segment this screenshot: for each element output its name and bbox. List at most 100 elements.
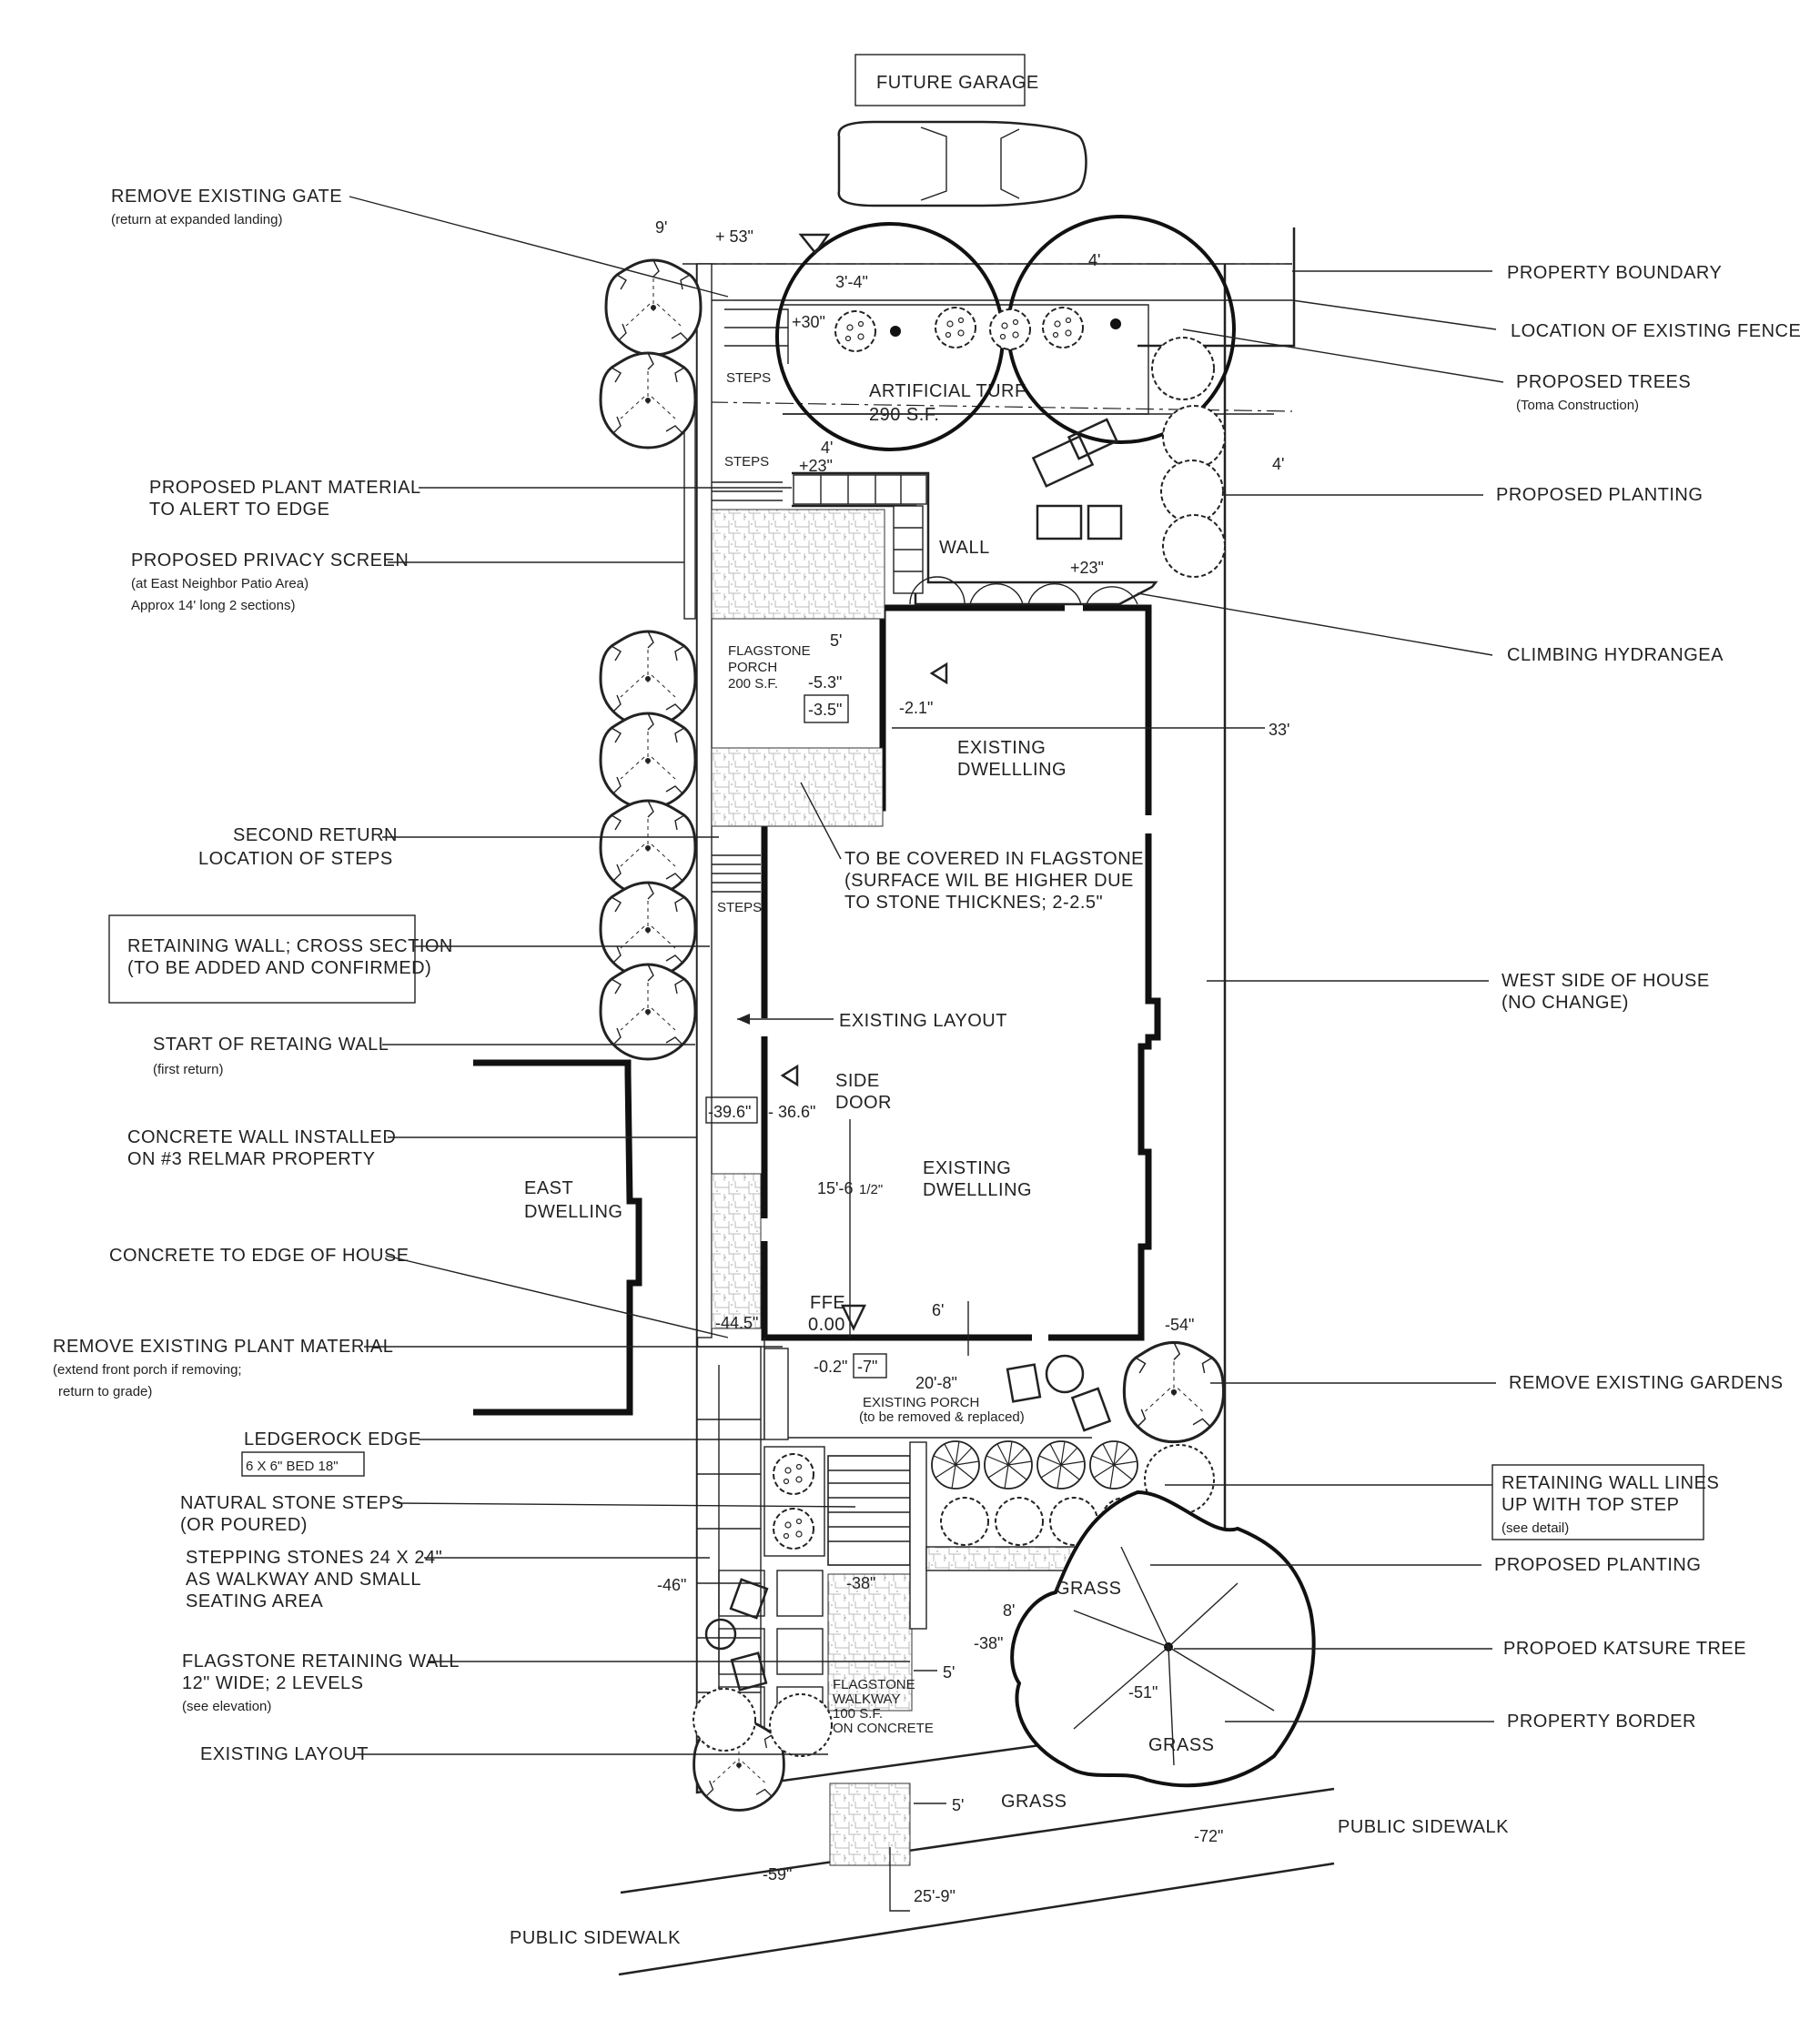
callout-second-return-1: SECOND RETURN <box>233 825 398 845</box>
flagstone-porch-label-2: PORCH <box>728 660 777 675</box>
north-arrow-top-icon <box>798 233 831 256</box>
east-dwelling-label: DWELLING <box>524 1202 622 1222</box>
east-side-strip <box>683 263 885 1338</box>
flagstone-porch-label-1: FLAGSTONE <box>728 643 811 659</box>
flagstone-cover-note: TO BE COVERED IN FLAGSTONE (SURFACE WIL … <box>800 782 1144 913</box>
dim-m72: -72" <box>1194 1827 1223 1845</box>
existing-dwelling-outline: EXISTING DWELLLING EXISTING DWELLLING SI… <box>761 604 1161 1341</box>
public-sidewalk-label-right: PUBLIC SIDEWALK <box>1338 1817 1509 1837</box>
dwelling-mid-label-1: EXISTING <box>923 1158 1011 1178</box>
callout-property-boundary: PROPERTY BOUNDARY <box>1507 263 1722 283</box>
dim-plus23a: +23" <box>799 457 833 475</box>
callout-proposed-planting-1: PROPOSED PLANTING <box>1496 485 1703 505</box>
flag-walk-label-1: FLAGSTONE <box>833 1677 915 1692</box>
callout-ledgerock-2: 6 X 6" BED 18" <box>246 1459 339 1474</box>
east-dwelling-outline: EAST DWELLING <box>473 1059 642 1416</box>
dim-m366: - 36.6" <box>768 1103 815 1121</box>
callout-remove-gate-2: (return at expanded landing) <box>111 212 282 227</box>
dim-4c: 4' <box>1272 455 1284 473</box>
steps-label-upper: STEPS <box>724 454 769 470</box>
public-sidewalk-label-bottom: PUBLIC SIDEWALK <box>510 1928 681 1948</box>
callout-proposed-trees-2: (Toma Construction) <box>1516 398 1639 413</box>
dim-m38a: -38" <box>846 1574 875 1592</box>
north-arrow-icon <box>929 662 948 685</box>
callout-natural-steps-1: NATURAL STONE STEPS <box>180 1493 404 1513</box>
dim-15-6: 15'-6 <box>817 1179 853 1197</box>
dim-8: 8' <box>1003 1601 1015 1620</box>
right-callouts: PROPERTY BOUNDARY LOCATION OF EXISTING F… <box>1137 263 1801 1732</box>
front-porch: EXISTING PORCH (to be removed & replaced… <box>696 1304 1112 1748</box>
callout-second-return-2: LOCATION OF STEPS <box>198 849 393 869</box>
retaining-cross-box <box>108 914 416 1004</box>
dim-plus30: +30" <box>792 313 825 331</box>
callout-climbing: CLIMBING HYDRANGEA <box>1507 645 1724 665</box>
callout-plant-alert-2: TO ALERT TO EDGE <box>149 500 329 520</box>
front-steps: FLAGSTONE WALKWAY 100 S.F. ON CONCRETE <box>827 1455 934 1866</box>
ffe-label: FFE <box>810 1293 845 1313</box>
dim-5b: 5' <box>943 1663 955 1682</box>
dim-5a: 5' <box>830 631 842 650</box>
cover-note-line-1: TO BE COVERED IN FLAGSTONE <box>844 849 1144 869</box>
callout-concrete-edge: CONCRETE TO EDGE OF HOUSE <box>109 1246 410 1266</box>
grass-label-2: GRASS <box>1148 1735 1215 1755</box>
callout-privacy-1: PROPOSED PRIVACY SCREEN <box>131 550 409 571</box>
side-label: SIDE <box>835 1071 880 1091</box>
left-callouts: REMOVE EXISTING GATE (return at expanded… <box>53 187 910 1764</box>
grass-label-3: GRASS <box>1001 1792 1067 1812</box>
dim-plus23b: +23" <box>1070 559 1104 577</box>
callout-stepping-3: SEATING AREA <box>186 1591 323 1611</box>
turf-label: ARTIFICIAL TURF <box>869 381 1026 401</box>
callout-stepping-2: AS WALKWAY AND SMALL <box>186 1570 421 1590</box>
callout-remove-plant-3: return to grade) <box>58 1384 152 1399</box>
dim-6: 6' <box>932 1301 944 1319</box>
east-trees-column <box>599 258 703 1061</box>
existing-layout-note-mid: EXISTING LAYOUT <box>737 1011 1007 1031</box>
car-icon <box>837 120 1087 207</box>
callout-remove-plant-1: REMOVE EXISTING PLANT MATERIAL <box>53 1337 393 1357</box>
retaining-lines-box <box>1491 1464 1704 1540</box>
callout-retaining-lines-2: UP WITH TOP STEP <box>1502 1495 1679 1515</box>
dim-20-8: 20'-8" <box>915 1374 957 1392</box>
callout-concrete-wall-1: CONCRETE WALL INSTALLED <box>127 1127 396 1147</box>
dim-m21: -2.1" <box>899 699 933 717</box>
chairs-top <box>1031 418 1123 540</box>
steps-label-side: STEPS <box>717 900 762 915</box>
callout-proposed-planting-2: PROPOSED PLANTING <box>1494 1555 1701 1575</box>
dim-33: 33' <box>1269 721 1289 739</box>
callout-natural-steps-2: (OR POURED) <box>180 1515 308 1535</box>
dim-25-9: 25'-9" <box>914 1887 956 1905</box>
flag-walk-label-4: ON CONCRETE <box>833 1721 934 1736</box>
planting-right-top <box>1151 337 1226 578</box>
dwelling-mid-label-2: DWELLLING <box>923 1180 1032 1200</box>
flag-walk-label-3: 100 S.F. <box>833 1706 883 1722</box>
ffe-value: 0.00 <box>808 1315 845 1335</box>
dim-m53: -5.3" <box>808 673 842 692</box>
callout-ledgerock-1: LEDGEROCK EDGE <box>244 1429 421 1449</box>
future-garage-label: FUTURE GARAGE <box>876 73 1039 93</box>
callout-retaining-lines-3: (see detail) <box>1502 1520 1569 1536</box>
existing-layout-mid-label: EXISTING LAYOUT <box>839 1011 1007 1031</box>
callout-remove-plant-2: (extend front porch if removing; <box>53 1362 242 1378</box>
dwelling-top-label-1: EXISTING <box>957 738 1046 758</box>
dim-m54: -54" <box>1165 1316 1194 1334</box>
existing-porch-label-1: EXISTING PORCH <box>863 1395 979 1410</box>
callout-property-border: PROPERTY BORDER <box>1507 1712 1696 1732</box>
east-label: EAST <box>524 1178 573 1198</box>
cover-note-line-3: TO STONE THICKNES; 2-2.5" <box>844 893 1103 913</box>
turf-area-label: 290 S.F. <box>869 405 939 425</box>
callout-remove-gate-1: REMOVE EXISTING GATE <box>111 187 342 207</box>
wall-terrace: WALL <box>792 471 1158 606</box>
side-door-arrow-icon <box>780 1064 799 1087</box>
dim-3-4: 3'-4" <box>835 273 868 291</box>
callout-retaining-cross-1: RETAINING WALL; CROSS SECTION <box>127 936 453 956</box>
stepping-stones <box>704 1570 824 1733</box>
dim-m35: -3.5" <box>808 701 842 719</box>
dim-5c: 5' <box>952 1796 964 1814</box>
dwelling-top-label-2: DWELLLING <box>957 760 1067 780</box>
flag-walk-label-2: WALKWAY <box>833 1692 900 1707</box>
door-label: DOOR <box>835 1093 892 1113</box>
dim-plus53: + 53" <box>715 227 753 246</box>
grass-label-1: GRASS <box>1056 1579 1122 1599</box>
dim-4b: 4' <box>821 439 833 457</box>
